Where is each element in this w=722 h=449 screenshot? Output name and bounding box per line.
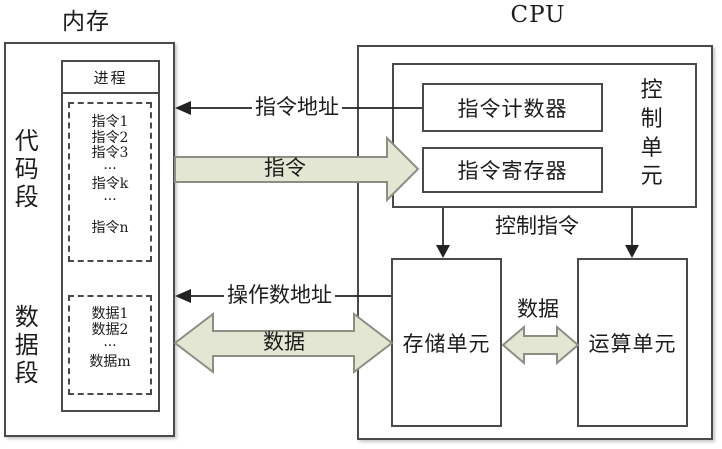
list-item: 指令3 [91,145,129,161]
list-item: 数据m [89,354,131,370]
instruction-register-box: 指令寄存器 [422,147,603,193]
instruction-block-arrow [174,135,420,203]
instruction-counter-box: 指令计数器 [422,83,603,132]
data-memory-storage-label: 数据 [263,330,305,354]
alu-unit-box: 运算单元 [577,258,688,427]
list-item: 指令n [91,220,129,236]
code-segment-label: 代码段 [14,127,39,212]
list-item: 指令2 [91,129,129,146]
control-to-alu-arrowhead-icon [625,245,639,258]
process-box: 进程 [61,60,160,412]
memory-title: 内存 [62,9,110,35]
list-item: 指令1 [91,114,129,130]
control-instruction-label: 控制指令 [495,214,579,238]
data-double-arrow-memory-storage [173,311,394,375]
list-item: 数据2 [91,322,129,338]
data-double-arrow-storage-alu [501,324,580,366]
storage-unit-box: 存储单元 [391,258,502,427]
instruction-label: 指令 [264,156,306,180]
operand-address-label: 操作数地址 [224,283,335,308]
control-unit-label: 控制单元 [640,78,663,190]
instruction-address-label: 指令地址 [252,95,342,120]
list-item: ··· [103,160,117,177]
process-header: 进程 [63,62,158,94]
list-item: 数据1 [91,306,129,322]
data-storage-alu-label: 数据 [517,297,559,321]
operand-address-arrowhead-icon [175,289,191,303]
list-item: ··· [103,338,117,354]
data-segment-label: 数据段 [14,303,39,388]
cpu-title: CPU [510,2,566,28]
list-item: ··· [103,191,117,208]
control-to-storage-arrowhead-icon [436,245,450,258]
list-item: 指令k [91,176,129,192]
instruction-address-arrowhead-icon [175,101,191,115]
